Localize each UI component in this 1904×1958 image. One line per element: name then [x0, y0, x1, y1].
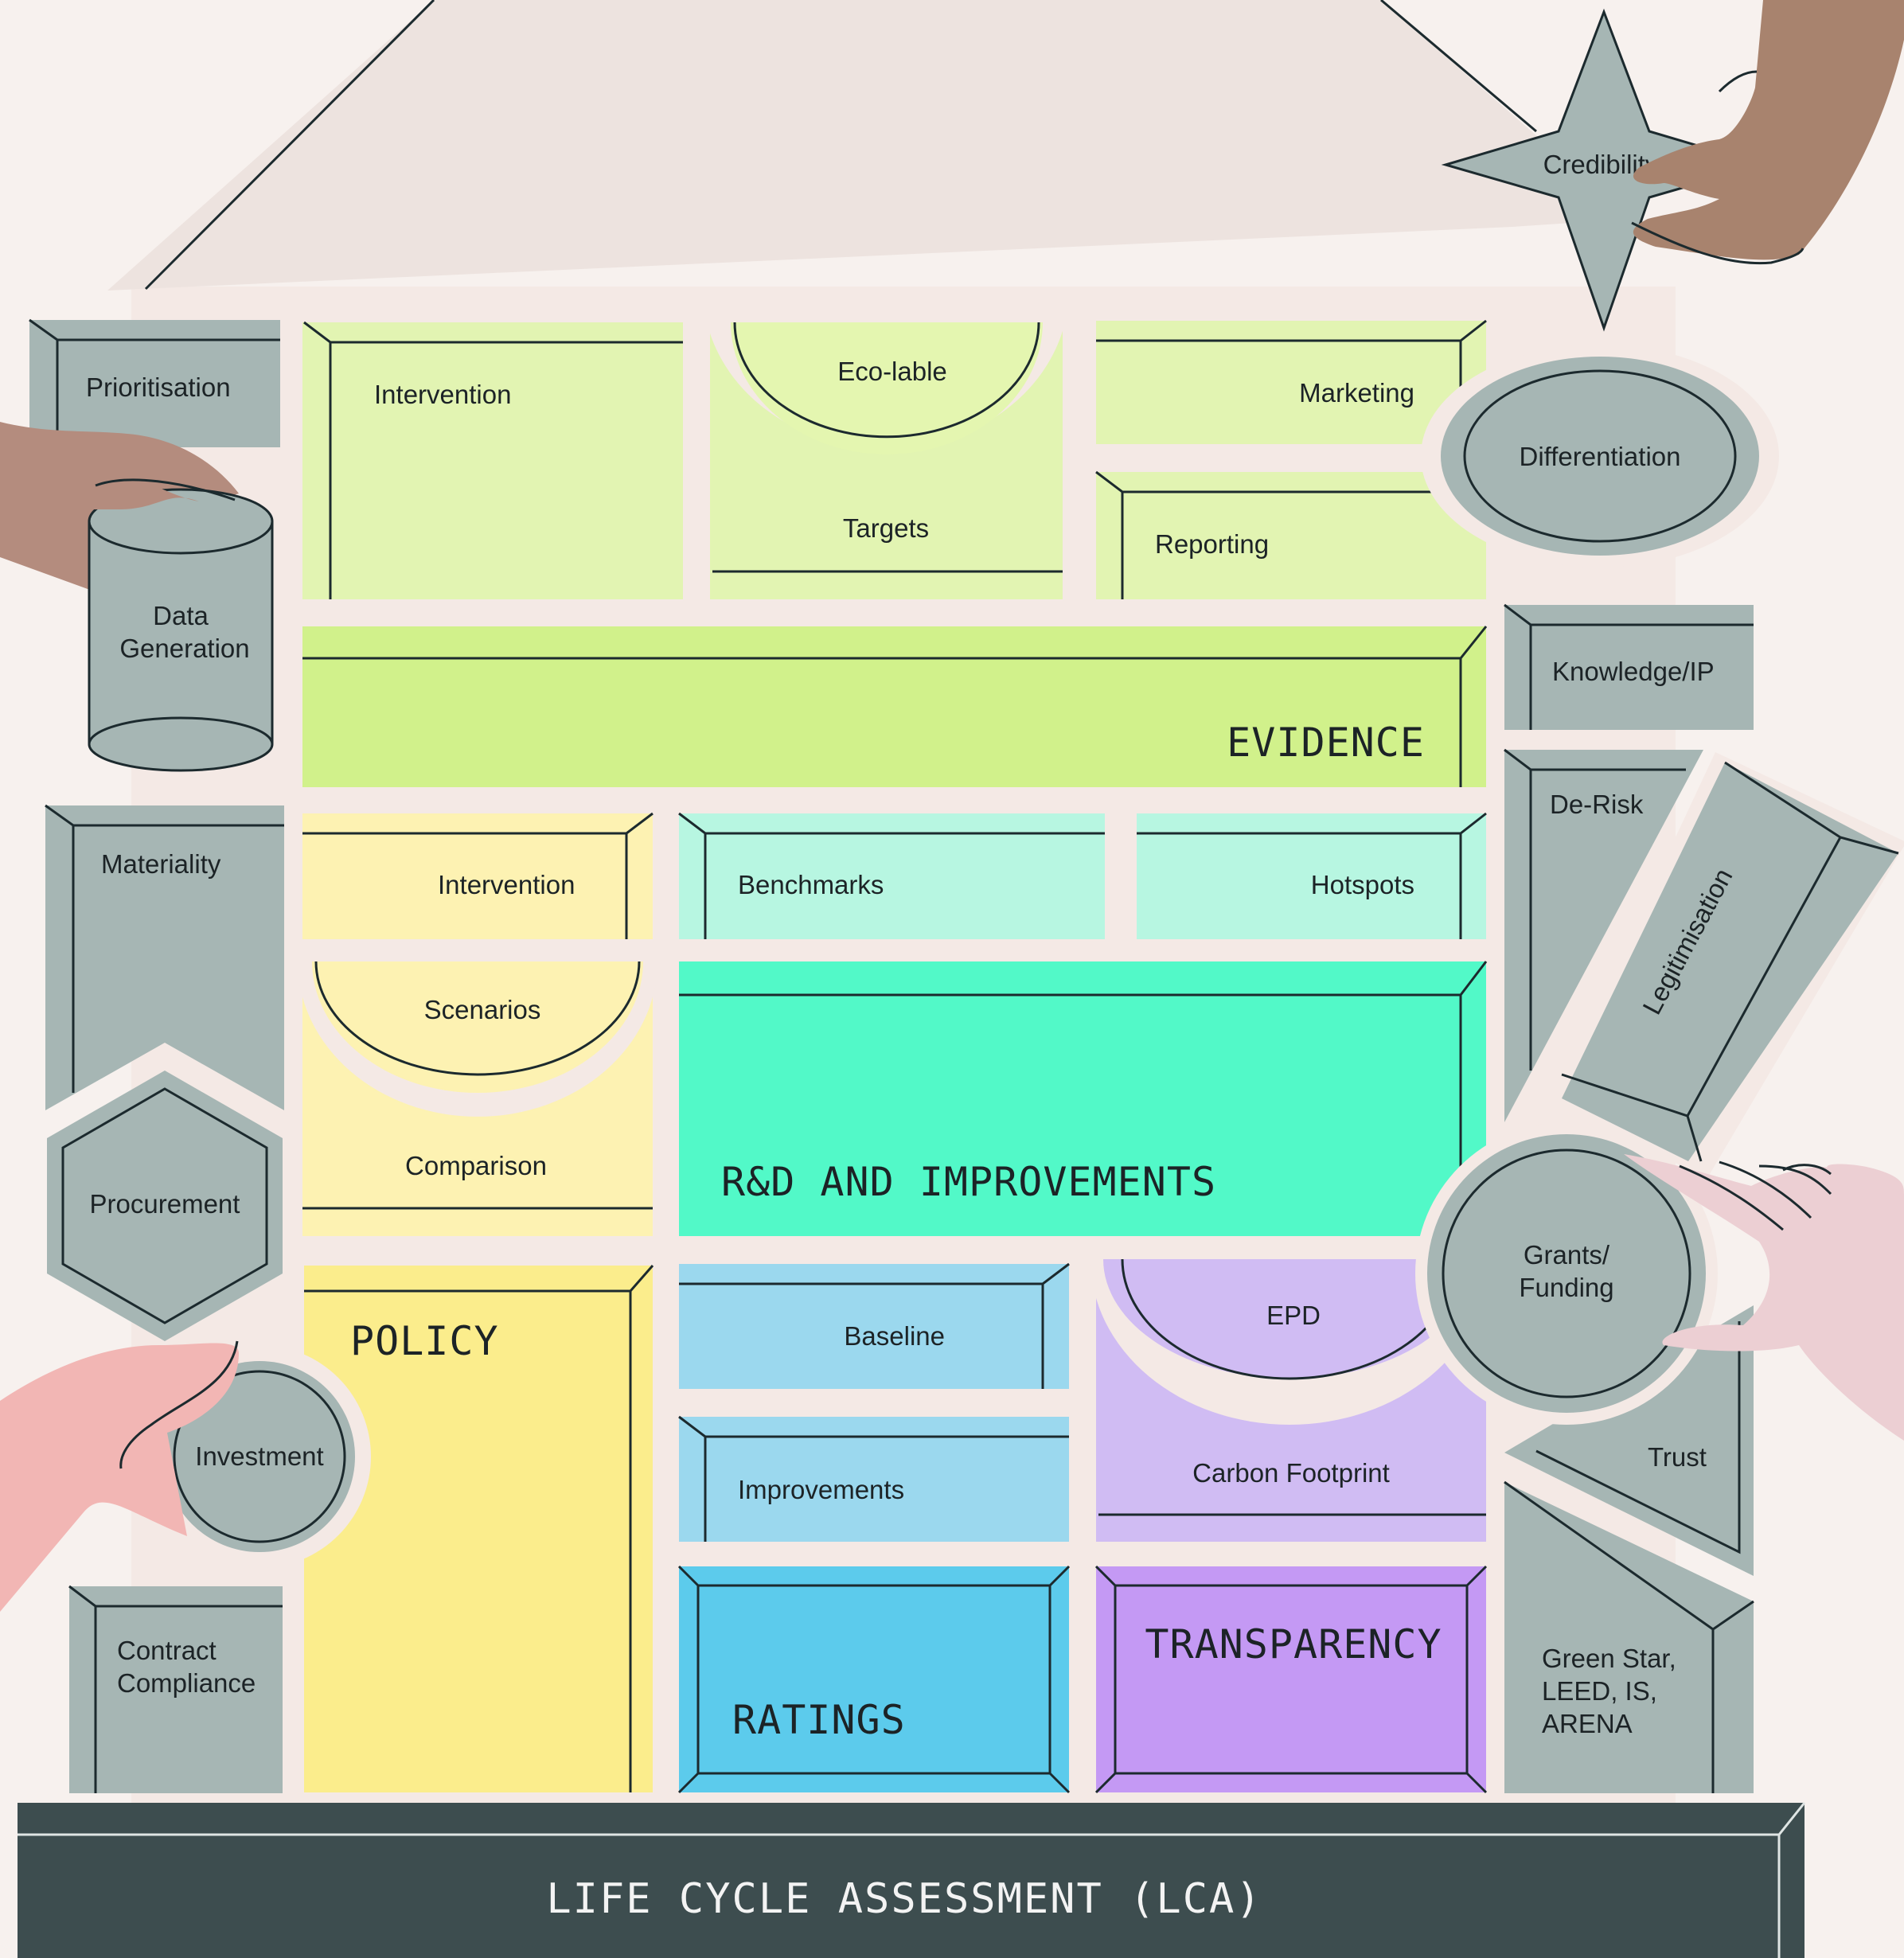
procurement-hexagon: Procurement: [47, 1071, 283, 1341]
svg-text:Prioritisation: Prioritisation: [86, 372, 231, 402]
svg-text:EVIDENCE: EVIDENCE: [1227, 720, 1425, 766]
svg-text:EPD: EPD: [1266, 1301, 1321, 1330]
knowledge-ip-block: Knowledge/IP: [1504, 603, 1754, 730]
rating-schemes-block: Green Star, LEED, IS, ARENA: [1504, 1480, 1754, 1793]
lca-foundation: LIFE CYCLE ASSESSMENT (LCA): [18, 1802, 1806, 1958]
svg-text:RATINGS: RATINGS: [732, 1697, 906, 1743]
svg-text:Data: Data: [153, 601, 209, 630]
svg-text:LIFE CYCLE ASSESSMENT (LCA): LIFE CYCLE ASSESSMENT (LCA): [546, 1875, 1262, 1923]
grants-funding-circle: Grants/ Funding: [1415, 1122, 1718, 1425]
svg-text:POLICY: POLICY: [350, 1318, 499, 1364]
credibility-star: Credibility: [1441, 0, 1904, 332]
svg-text:Grants/: Grants/: [1524, 1240, 1610, 1270]
svg-text:Carbon Footprint: Carbon Footprint: [1192, 1458, 1390, 1488]
rnd-banner: R&D AND IMPROVEMENTS: [679, 961, 1488, 1236]
benchmarks-block: Benchmarks: [678, 812, 1105, 939]
svg-text:Intervention: Intervention: [438, 870, 575, 899]
svg-text:Marketing: Marketing: [1299, 378, 1414, 408]
improvements-block: Improvements: [678, 1415, 1069, 1542]
roof-line-left: [144, 0, 435, 291]
svg-text:Intervention: Intervention: [374, 380, 511, 409]
investment-circle: Investment: [0, 1340, 371, 1612]
svg-text:TRANSPARENCY: TRANSPARENCY: [1145, 1621, 1442, 1667]
svg-text:Generation: Generation: [119, 634, 249, 663]
svg-text:Knowledge/IP: Knowledge/IP: [1552, 657, 1715, 686]
eco-lable-targets-block: Eco-lable Targets: [707, 322, 1065, 599]
svg-text:Trust: Trust: [1648, 1442, 1707, 1472]
svg-text:R&D AND IMPROVEMENTS: R&D AND IMPROVEMENTS: [721, 1159, 1216, 1205]
legitimisation-block: Legitimisation: [1551, 752, 1904, 1178]
de-risk-block: De-Risk: [1504, 748, 1703, 1122]
epd-carbon-footprint-block: EPD Carbon Footprint: [1091, 1258, 1488, 1542]
svg-text:LEED, IS,: LEED, IS,: [1542, 1676, 1657, 1706]
hotspots-block: Hotspots: [1137, 812, 1487, 939]
materiality-block: Materiality: [45, 804, 284, 1110]
svg-text:Targets: Targets: [843, 513, 929, 543]
svg-text:Contract: Contract: [117, 1636, 217, 1665]
reporting-block: Reporting: [1095, 470, 1486, 599]
svg-text:Baseline: Baseline: [844, 1321, 945, 1351]
svg-text:Scenarios: Scenarios: [424, 995, 541, 1024]
svg-text:ARENA: ARENA: [1542, 1709, 1633, 1738]
contract-compliance-block: Contract Compliance: [68, 1585, 283, 1793]
transparency-banner: TRANSPARENCY: [1094, 1565, 1488, 1794]
policy-block: POLICY: [304, 1265, 654, 1792]
svg-text:Benchmarks: Benchmarks: [738, 870, 884, 899]
roof: [107, 0, 1632, 291]
svg-text:Comparison: Comparison: [405, 1151, 547, 1180]
svg-text:Investment: Investment: [195, 1441, 323, 1471]
differentiation-ellipse: Differentiation: [1421, 345, 1779, 568]
svg-text:Hotspots: Hotspots: [1311, 870, 1414, 899]
evidence-banner: EVIDENCE: [302, 626, 1488, 787]
svg-text:Green Star,: Green Star,: [1542, 1644, 1676, 1673]
scenarios-comparison-block: Scenarios Comparison: [298, 961, 657, 1236]
svg-text:Materiality: Materiality: [101, 849, 221, 879]
roof-line-right: [1380, 0, 1537, 133]
marketing-block: Marketing: [1096, 319, 1487, 444]
evidence-intervention-block: Intervention: [302, 321, 683, 599]
svg-text:Eco-lable: Eco-lable: [837, 357, 947, 386]
data-generation-cylinder: Data Generation: [0, 422, 274, 772]
svg-text:Compliance: Compliance: [117, 1668, 256, 1698]
ratings-banner: RATINGS: [677, 1565, 1071, 1794]
trust-block: Trust: [1504, 1305, 1754, 1576]
rnd-intervention-block: Intervention: [302, 812, 654, 939]
svg-text:Improvements: Improvements: [738, 1475, 904, 1504]
svg-text:De-Risk: De-Risk: [1550, 790, 1644, 819]
prioritisation-block: Prioritisation: [29, 318, 280, 447]
hand-right-grants: [1624, 1154, 1904, 1441]
svg-text:Reporting: Reporting: [1155, 529, 1269, 559]
baseline-block: Baseline: [679, 1262, 1070, 1389]
svg-text:Differentiation: Differentiation: [1519, 442, 1680, 471]
svg-text:Procurement: Procurement: [90, 1189, 240, 1219]
svg-text:Funding: Funding: [1519, 1273, 1613, 1302]
